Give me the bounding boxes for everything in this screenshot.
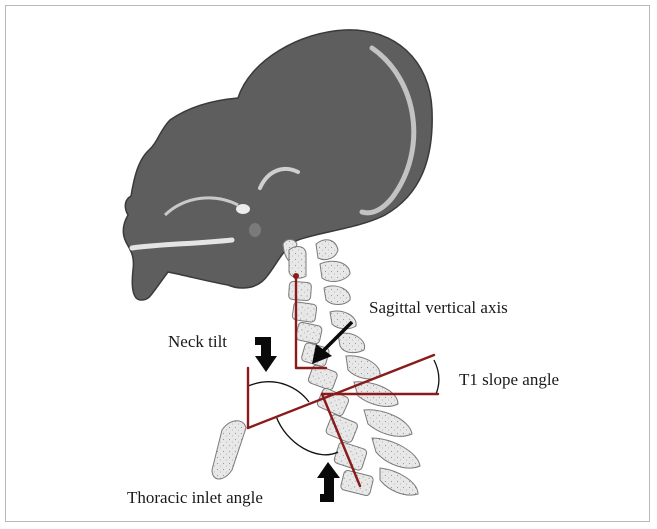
spinous-process-t1 — [364, 410, 412, 437]
neck-tilt-label: Neck tilt — [168, 332, 227, 351]
vertebra-t3-body — [333, 441, 367, 471]
skull-silhouette — [123, 30, 432, 300]
vertebra-t4-body — [340, 470, 374, 497]
vertebra-c5-body — [295, 322, 322, 345]
vertebra-c3-body — [288, 281, 311, 300]
neck-tilt-arc — [248, 382, 309, 402]
sagittal-vertical-axis-label: Sagittal vertical axis — [369, 298, 508, 317]
spinous-process-c2 — [320, 261, 350, 281]
neck-tilt-arrow — [255, 337, 277, 372]
t1-slope-angle-label: T1 slope angle — [459, 370, 559, 389]
spinous-process-t2 — [372, 438, 420, 468]
thoracic-inlet-angle-label: Thoracic inlet angle — [127, 488, 263, 507]
c2-centroid-dot — [293, 273, 299, 279]
vertebra-t1-body — [316, 387, 350, 417]
skull-mastoid — [249, 223, 261, 237]
spinous-process-c6 — [346, 356, 380, 379]
thoracic-inlet-arc — [276, 416, 338, 455]
spinous-process-c4 — [330, 311, 356, 329]
spinous-process-t3 — [380, 468, 418, 495]
vertebra-c2-dens — [289, 247, 306, 279]
skull-ear-canal — [236, 204, 250, 214]
spinous-process-c5 — [338, 333, 365, 353]
spinous-process-c1 — [316, 240, 338, 260]
t1-slope-arc — [434, 360, 439, 394]
skull — [123, 30, 432, 300]
spinous-process-c3 — [324, 286, 350, 305]
clavicle-fragment — [212, 421, 246, 479]
thoracic-inlet-arrow — [317, 462, 340, 502]
